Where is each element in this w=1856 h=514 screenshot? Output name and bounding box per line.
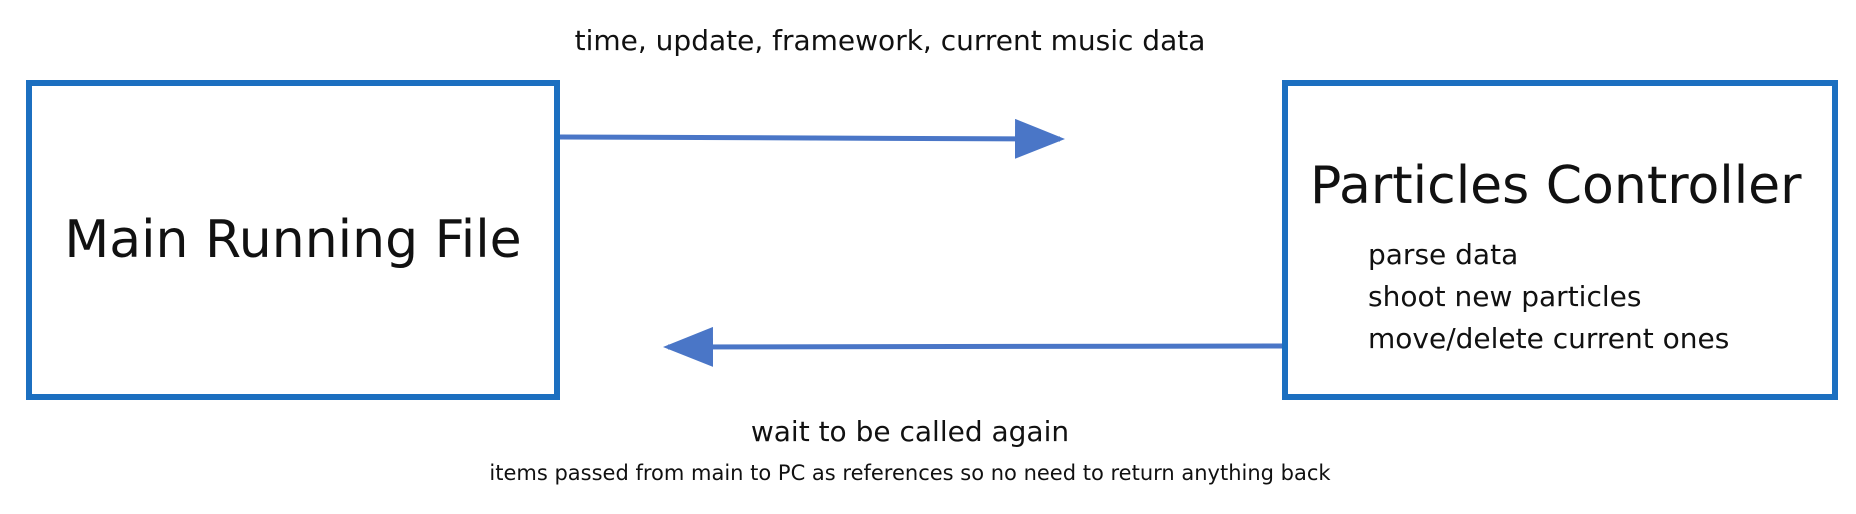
main-running-file-node: Main Running File xyxy=(26,80,560,400)
particles-controller-title: Particles Controller xyxy=(1310,156,1802,216)
forward-arrow xyxy=(559,118,1065,159)
main-running-file-title: Main Running File xyxy=(64,210,522,270)
particles-controller-node: Particles Controller parse data shoot ne… xyxy=(1282,80,1838,400)
forward-edge-label: time, update, framework, current music d… xyxy=(574,24,1206,57)
task-move-delete-current: move/delete current ones xyxy=(1368,322,1730,355)
task-parse-data: parse data xyxy=(1368,238,1519,271)
particles-controller-task-list: parse data shoot new particles move/dele… xyxy=(1368,234,1729,360)
return-edge-label: wait to be called again xyxy=(750,415,1070,448)
task-shoot-new-particles: shoot new particles xyxy=(1368,280,1642,313)
return-edge-note: items passed from main to PC as referenc… xyxy=(489,461,1331,485)
return-arrow xyxy=(663,326,1283,367)
